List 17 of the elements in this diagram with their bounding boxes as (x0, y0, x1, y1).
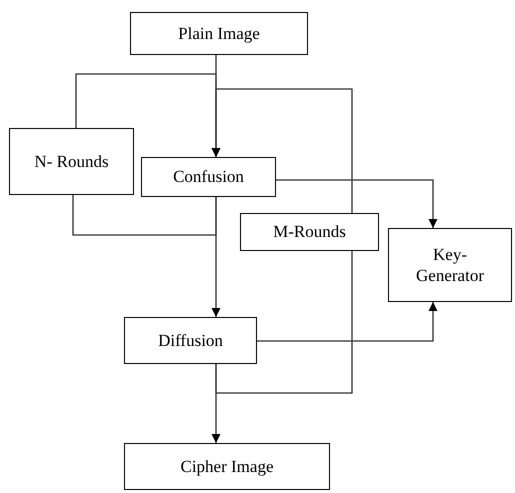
process-box (130, 12, 308, 55)
process-box (124, 443, 330, 490)
box-label: M-Rounds (273, 221, 346, 243)
process-box (141, 157, 276, 197)
arrow (276, 179, 438, 228)
box-label: Key- Generator (415, 244, 485, 286)
box-label: Confusion (173, 166, 244, 188)
process-box (240, 213, 379, 251)
process-box (9, 128, 134, 195)
process-box (388, 228, 512, 302)
arrow (212, 88, 353, 213)
arrow (257, 302, 438, 342)
box-label: Cipher Image (180, 456, 274, 478)
box-label: N- Rounds (34, 150, 109, 172)
box-label: Plain Image (178, 22, 260, 44)
process-box (124, 317, 257, 364)
box-label: Diffusion (158, 330, 223, 352)
